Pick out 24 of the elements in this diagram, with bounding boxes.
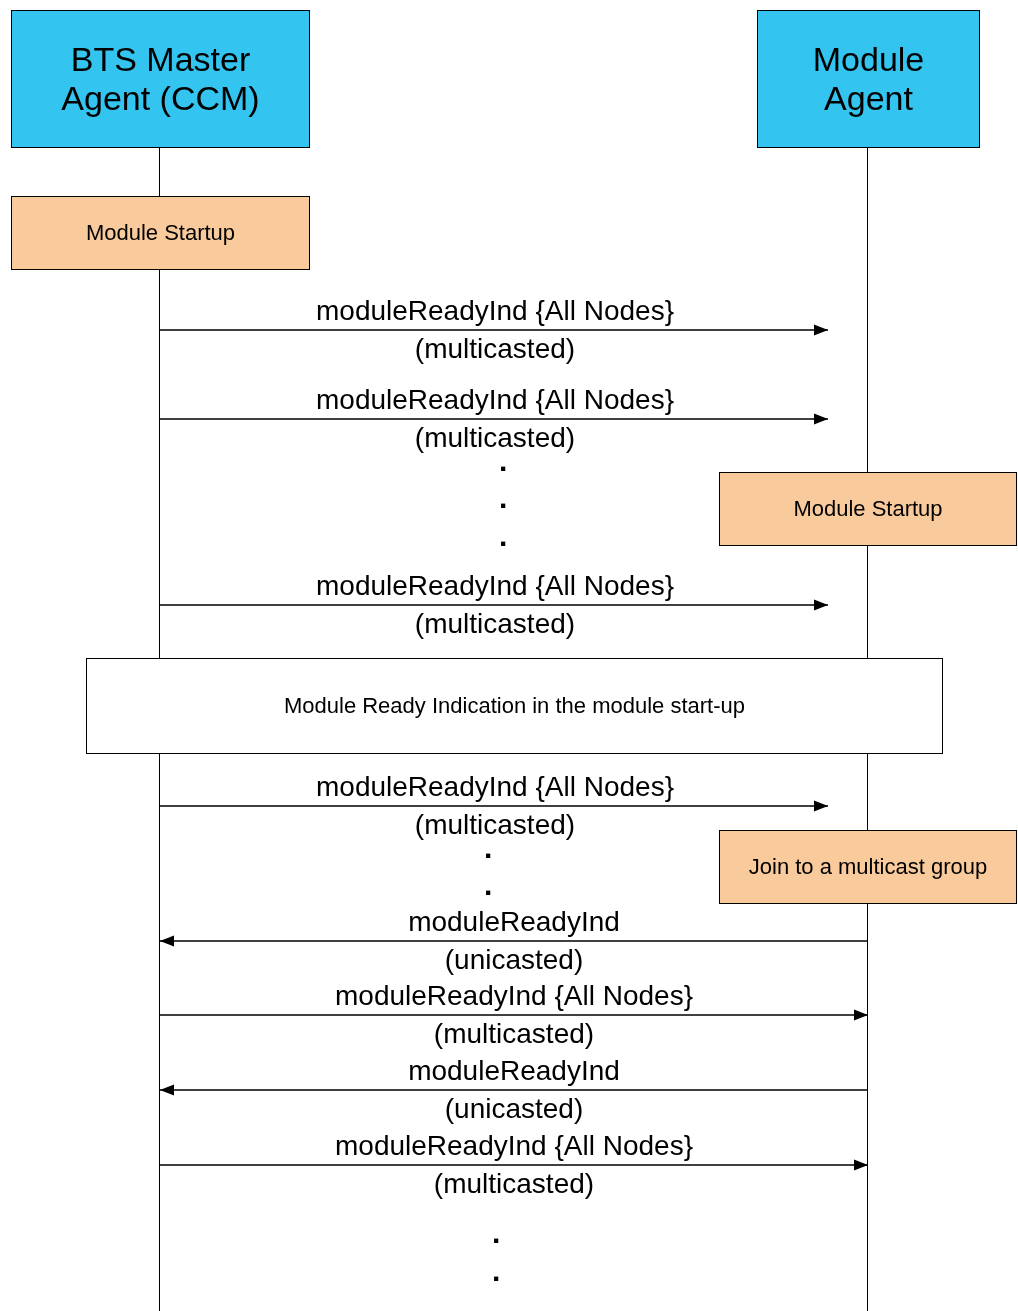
edge-label: moduleReadyInd {All Nodes} (multicasted) [315,569,675,641]
message-arrow [159,1159,869,1171]
ellipsis-dot: . [484,870,493,900]
activity-box: Module Startup [719,472,1017,546]
ellipsis-dot: . [492,1218,501,1248]
activity-box: Join to a multicast group [719,830,1017,904]
message-arrow [159,1009,869,1021]
ellipsis-dot: . [499,483,508,513]
message-arrow [159,1084,869,1096]
edge-label: moduleReadyInd {All Nodes} (multicasted) [334,979,694,1051]
edge-label: moduleReadyInd {All Nodes} (multicasted) [334,1129,694,1201]
message-arrow [159,413,829,425]
message-arrow [159,935,869,947]
ellipsis-dot: . [499,521,508,551]
message-arrow [159,800,829,812]
participant-name: Module Agent [811,40,926,118]
message-arrow [159,599,829,611]
edge-label: moduleReadyInd {All Nodes} (multicasted) [315,294,675,366]
message-arrow [159,324,829,336]
ellipsis-dot: . [492,1256,501,1286]
note-box: Module Ready Indication in the module start-up [86,658,943,754]
participant-name: BTS Master Agent (CCM) [60,40,261,118]
edge-label: moduleReadyInd (unicasted) [407,1054,621,1126]
edge-label: moduleReadyInd (unicasted) [407,905,621,977]
